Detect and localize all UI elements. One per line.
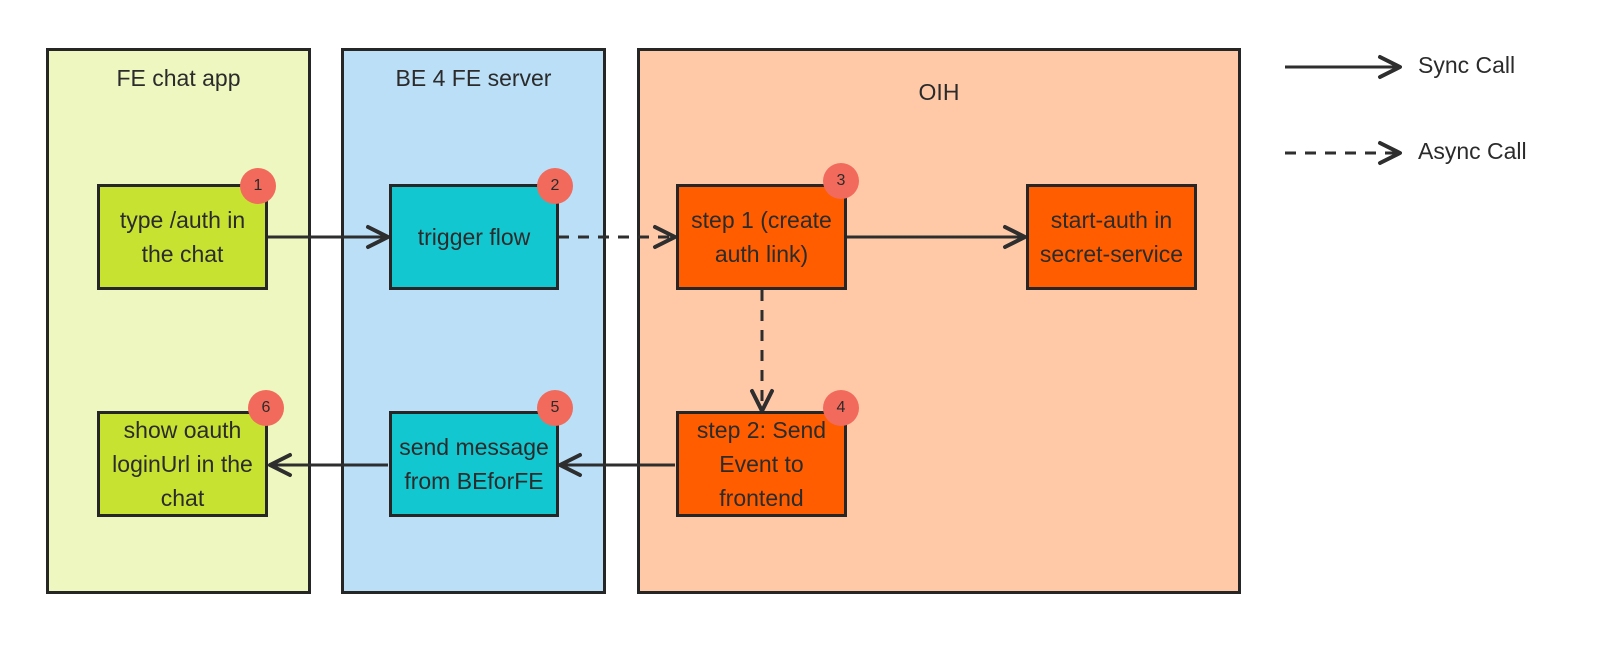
node-send-message: send message from BEforFE xyxy=(389,411,559,517)
node-send-message-label: send message from BEforFE xyxy=(399,434,549,494)
lane-fe-title: FE chat app xyxy=(116,65,241,91)
step-badge-1: 1 xyxy=(240,168,276,204)
step-badge-5: 5 xyxy=(537,390,573,426)
node-trigger-flow: trigger flow xyxy=(389,184,559,290)
legend-sync-label: Sync Call xyxy=(1418,52,1516,78)
node-show-oauth-label: show oauth loginUrl in the chat xyxy=(112,417,253,511)
node-type-auth: type /auth in the chat xyxy=(97,184,268,290)
node-start-auth-label: start-auth in secret-service xyxy=(1039,207,1184,267)
step-badge-2: 2 xyxy=(537,168,573,204)
node-step1-create-auth-link: step 1 (create auth link) xyxy=(676,184,847,290)
legend-async-label: Async Call xyxy=(1418,138,1527,164)
step-badge-4: 4 xyxy=(823,390,859,426)
lane-be-title: BE 4 FE server xyxy=(395,65,552,91)
lane-oih-title: OIH xyxy=(918,79,960,105)
step-badge-6: 6 xyxy=(248,390,284,426)
node-start-auth: start-auth in secret-service xyxy=(1026,184,1197,290)
node-type-auth-label: type /auth in the chat xyxy=(119,207,246,267)
node-step1-label: step 1 (create auth link) xyxy=(691,207,832,267)
node-trigger-flow-label: trigger flow xyxy=(417,224,531,250)
node-step2-send-event: step 2: Send Event to frontend xyxy=(676,411,847,517)
node-step2-label: step 2: Send Event to frontend xyxy=(696,417,827,511)
step-badge-3: 3 xyxy=(823,163,859,199)
node-show-oauth: show oauth loginUrl in the chat xyxy=(97,411,268,517)
